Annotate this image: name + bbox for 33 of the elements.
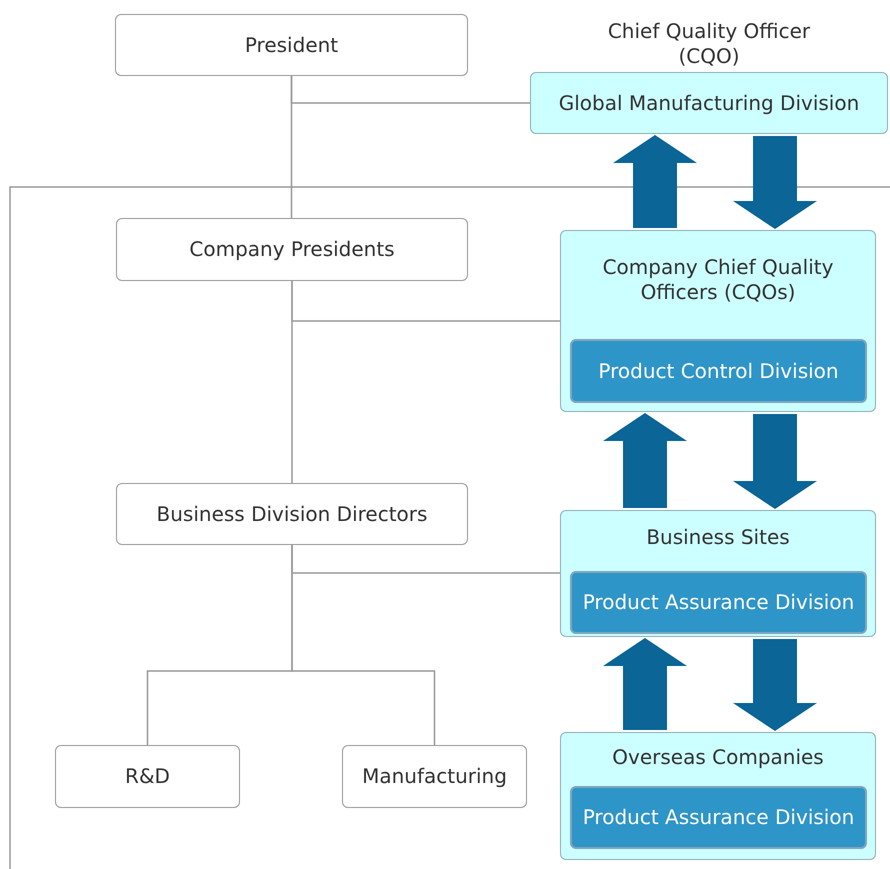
node-label: Company Presidents (188, 237, 396, 262)
org-box (116, 218, 468, 281)
org-box (115, 14, 468, 76)
division-box (570, 571, 867, 634)
block-arrow (733, 414, 817, 509)
role-heading: Chief Quality Officer (CQO) (606, 19, 812, 69)
node-label: Company Chief Quality Officers (CQOs) (602, 255, 834, 305)
node-label: Business Sites (645, 525, 791, 550)
connector-line (291, 281, 560, 322)
node-label: Global Manufacturing Division (558, 90, 860, 116)
quality-unit-box (560, 732, 876, 860)
block-arrow (733, 136, 817, 229)
node-label: Product Assurance Division (582, 805, 856, 830)
node-label: Overseas Companies (611, 745, 825, 770)
division-box (570, 339, 867, 403)
node-label: Product Control Division (597, 358, 840, 384)
division-box (570, 786, 867, 849)
block-arrow (733, 639, 817, 731)
block-arrow (613, 135, 697, 228)
node-label: Business Division Directors (156, 502, 428, 526)
node-label: Manufacturing (361, 764, 508, 789)
block-arrow (603, 638, 687, 730)
node-label: President (244, 32, 340, 58)
connector-line (290, 76, 530, 104)
org-box (342, 745, 527, 808)
org-box (55, 745, 240, 808)
quality-unit-box (560, 230, 876, 412)
quality-unit-box (560, 510, 876, 637)
block-arrow (603, 413, 687, 508)
connector-line (291, 545, 436, 745)
node-label: R&D (124, 764, 171, 789)
node-label: Product Assurance Division (582, 590, 856, 615)
org-box (116, 483, 468, 545)
